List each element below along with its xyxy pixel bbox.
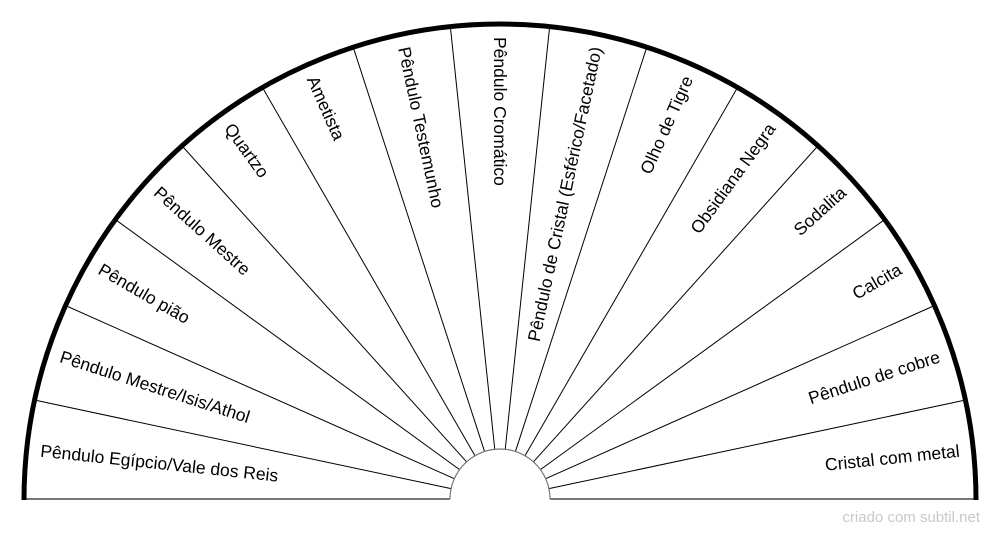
sector-divider (64, 304, 455, 480)
sector-label: Ametista (303, 73, 349, 144)
sector-label: Quartzo (220, 119, 273, 181)
inner-arc (449, 448, 551, 500)
sector-label: Calcita (849, 259, 906, 303)
outer-arc (21, 21, 979, 501)
sector-divider (181, 144, 467, 463)
sector-divider (504, 25, 551, 450)
sector-divider (114, 218, 460, 471)
sector-label: Sodalita (790, 182, 851, 239)
sector-divider (545, 304, 936, 480)
sector-label: Pêndulo Testemunho (394, 45, 448, 210)
sector-divider (449, 25, 496, 450)
sector-label: Pêndulo Mestre/Isis/Athol (58, 347, 253, 427)
sector-label: Pêndulo de cobre (806, 347, 943, 408)
sector-divider (514, 46, 648, 452)
sector-divider (524, 86, 739, 456)
sector-divider (533, 144, 819, 463)
sector-label: Pêndulo Egípcio/Vale dos Reis (39, 441, 279, 486)
footer-credit: criado com subtil.net (842, 509, 980, 526)
sector-label: Olho de Tigre (636, 73, 697, 177)
sector-divider (352, 46, 486, 452)
sector-label: Obsidiana Negra (686, 119, 780, 237)
sector-label: Pêndulo pião (95, 259, 193, 327)
sector-label: Cristal com metal (824, 441, 961, 475)
sector-divider (548, 399, 966, 490)
sector-label: Pêndulo Cromático (490, 37, 510, 186)
sector-divider (540, 218, 886, 471)
sector-label: Pêndulo Mestre (150, 182, 254, 279)
sector-divider (34, 399, 452, 490)
sector-divider (261, 86, 476, 456)
